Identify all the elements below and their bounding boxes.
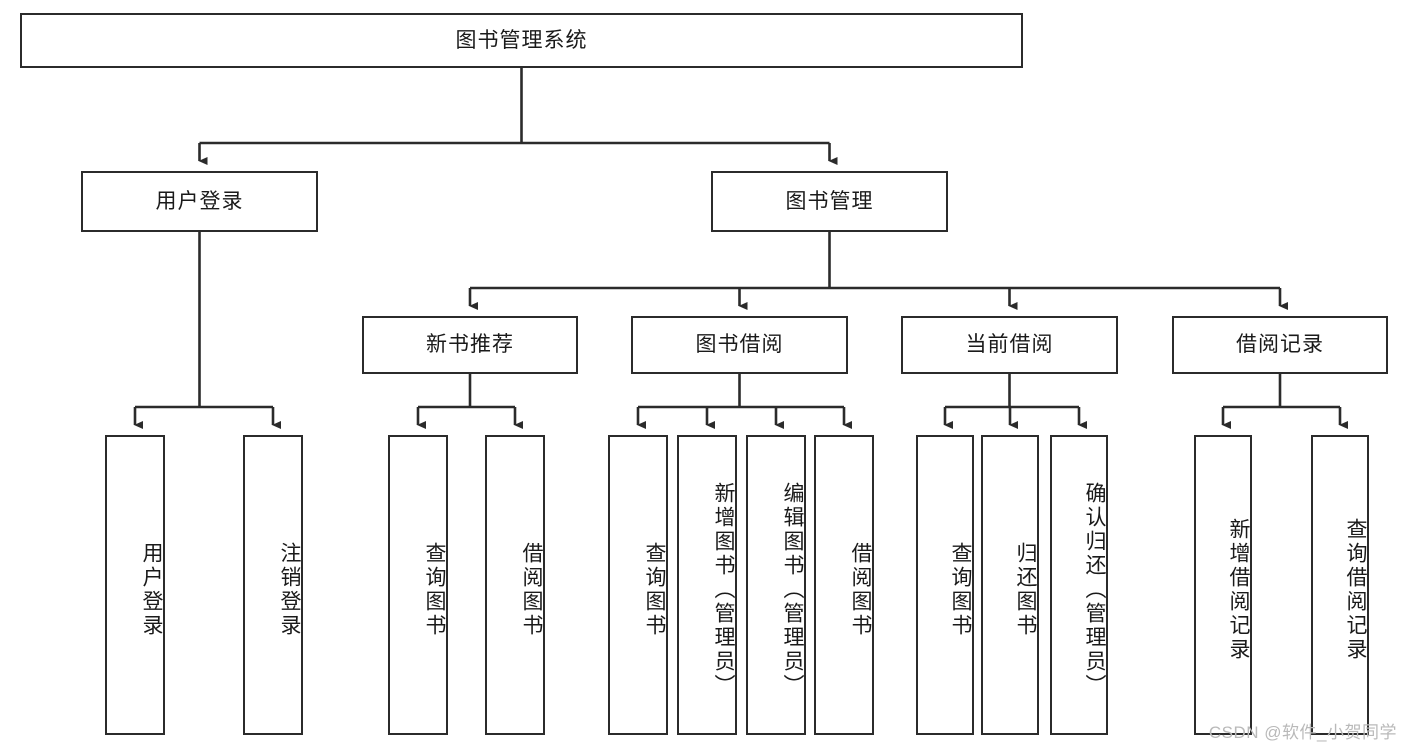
- node-label-book-borrow: 图书借阅: [695, 333, 784, 357]
- node-label-leaf-add-book: 新增图书（管理员）: [712, 482, 735, 698]
- node-book-borrow[interactable]: 图书借阅: [631, 316, 848, 374]
- node-label-leaf-add-record: 新增借阅记录: [1227, 518, 1250, 662]
- node-label-leaf-query-book-1: 查询图书: [423, 542, 446, 638]
- node-leaf-return-book[interactable]: 归还图书: [981, 435, 1039, 735]
- node-leaf-edit-book[interactable]: 编辑图书（管理员）: [746, 435, 806, 735]
- node-leaf-query-book-3[interactable]: 查询图书: [916, 435, 974, 735]
- node-label-leaf-confirm-return: 确认归还（管理员）: [1083, 482, 1106, 698]
- node-book-manage[interactable]: 图书管理: [711, 171, 948, 232]
- node-leaf-query-book-1[interactable]: 查询图书: [388, 435, 448, 735]
- node-leaf-query-record[interactable]: 查询借阅记录: [1311, 435, 1369, 735]
- node-leaf-add-book[interactable]: 新增图书（管理员）: [677, 435, 737, 735]
- node-label-leaf-query-book-3: 查询图书: [949, 542, 972, 638]
- node-label-leaf-borrow-book-2: 借阅图书: [849, 542, 872, 638]
- node-label-user-login: 用户登录: [155, 189, 244, 213]
- node-new-book-rec[interactable]: 新书推荐: [362, 316, 578, 374]
- node-label-borrow-record: 借阅记录: [1236, 333, 1324, 357]
- node-user-login[interactable]: 用户登录: [81, 171, 318, 232]
- node-leaf-logout[interactable]: 注销登录: [243, 435, 303, 735]
- node-root[interactable]: 图书管理系统: [20, 13, 1023, 68]
- node-label-current-borrow: 当前借阅: [965, 333, 1054, 357]
- node-label-new-book-rec: 新书推荐: [426, 333, 514, 357]
- node-label-leaf-user-login: 用户登录: [140, 542, 163, 638]
- node-label-leaf-return-book: 归还图书: [1014, 542, 1037, 638]
- node-label-leaf-query-record: 查询借阅记录: [1344, 518, 1367, 662]
- node-borrow-record[interactable]: 借阅记录: [1172, 316, 1388, 374]
- node-label-root: 图书管理系统: [455, 28, 588, 52]
- node-leaf-confirm-return[interactable]: 确认归还（管理员）: [1050, 435, 1108, 735]
- node-label-leaf-edit-book: 编辑图书（管理员）: [781, 482, 804, 698]
- node-current-borrow[interactable]: 当前借阅: [901, 316, 1118, 374]
- node-leaf-borrow-book-2[interactable]: 借阅图书: [814, 435, 874, 735]
- node-leaf-user-login[interactable]: 用户登录: [105, 435, 165, 735]
- node-label-book-manage: 图书管理: [785, 189, 874, 213]
- node-label-leaf-query-book-2: 查询图书: [643, 542, 666, 638]
- node-leaf-borrow-book-1[interactable]: 借阅图书: [485, 435, 545, 735]
- node-label-leaf-logout: 注销登录: [278, 542, 301, 638]
- node-label-leaf-borrow-book-1: 借阅图书: [520, 542, 543, 638]
- node-leaf-query-book-2[interactable]: 查询图书: [608, 435, 668, 735]
- node-leaf-add-record[interactable]: 新增借阅记录: [1194, 435, 1252, 735]
